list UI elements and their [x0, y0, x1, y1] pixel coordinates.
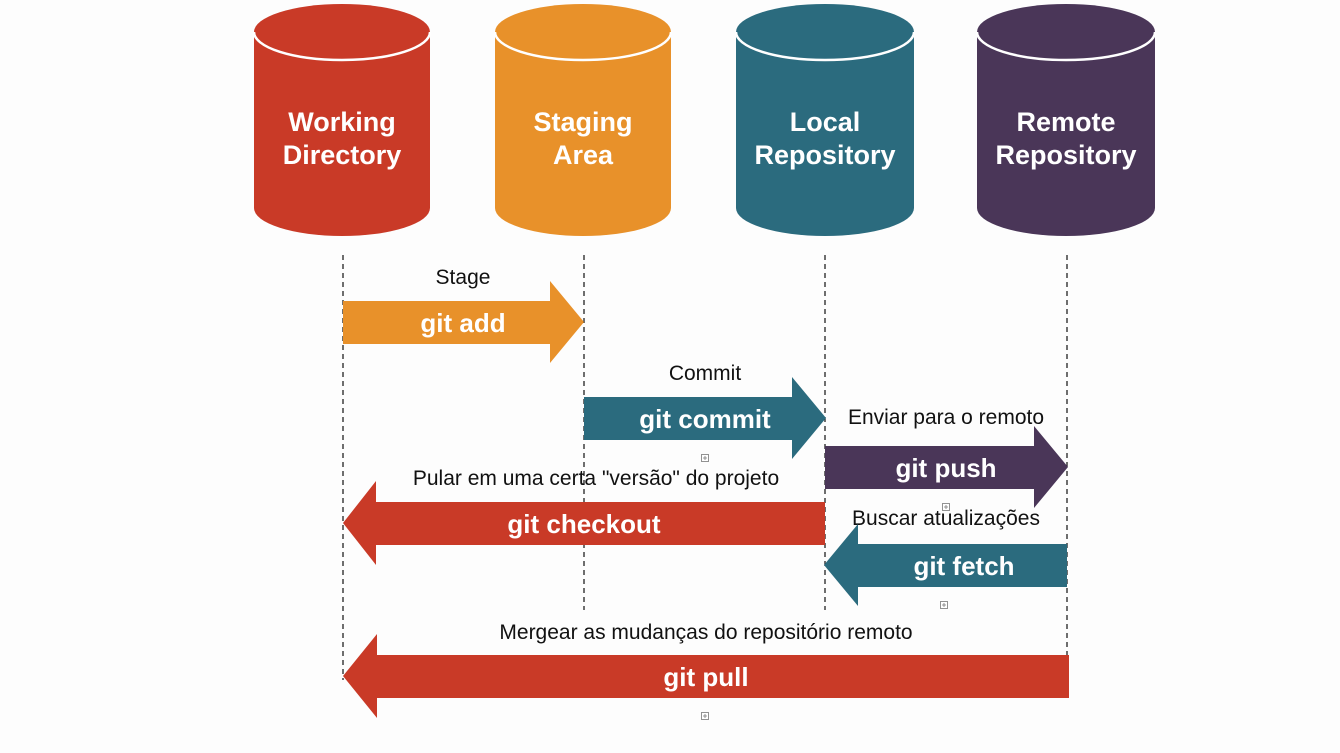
cylinder-staging-body — [495, 32, 671, 236]
cylinder-working-label-line1: Working — [288, 107, 396, 137]
handle-marker — [940, 601, 948, 609]
cylinder-working-top — [254, 4, 430, 60]
operation-git-checkout: Pular em uma certa "versão" do projeto g… — [343, 467, 825, 565]
cylinder-staging-label-line1: Staging — [534, 107, 633, 137]
cylinder-staging-top — [495, 4, 671, 60]
handle-marker — [942, 503, 950, 511]
arrow-git-push — [825, 426, 1068, 508]
cylinder-remote-label-line2: Repository — [995, 140, 1136, 170]
caption-commit: Commit — [669, 362, 741, 385]
handle-marker — [701, 712, 709, 720]
operation-git-fetch: Buscar atualizações git fetch — [824, 507, 1067, 606]
arrow-git-add — [343, 281, 584, 363]
cylinder-local-rim — [734, 31, 916, 62]
operation-git-pull: Mergear as mudanças do repositório remot… — [343, 621, 1069, 718]
handle-marker — [701, 454, 709, 462]
caption-stage: Stage — [436, 266, 491, 289]
arrow-git-fetch — [824, 524, 1067, 606]
cylinder-remote-rim — [975, 31, 1157, 62]
label-git-add: git add — [420, 308, 505, 338]
arrow-git-pull — [343, 634, 1069, 718]
label-git-fetch: git fetch — [913, 551, 1014, 581]
cylinder-remote-repository: Remote Repository — [975, 4, 1157, 236]
cylinder-staging-area: Staging Area — [493, 4, 673, 236]
caption-pull: Mergear as mudanças do repositório remot… — [499, 621, 912, 644]
caption-checkout: Pular em uma certa "versão" do projeto — [413, 467, 779, 490]
caption-push: Enviar para o remoto — [848, 406, 1044, 429]
cylinder-remote-top — [977, 4, 1155, 60]
arrow-git-checkout — [343, 481, 825, 565]
cylinder-local-body — [736, 32, 914, 236]
label-git-pull: git pull — [663, 662, 748, 692]
cylinder-local-repository: Local Repository — [734, 4, 916, 236]
cylinder-working-directory: Working Directory — [252, 4, 432, 236]
label-git-push: git push — [895, 453, 996, 483]
lifelines — [342, 255, 1068, 680]
cylinder-local-label-line1: Local — [790, 107, 861, 137]
cylinder-staging-rim — [493, 31, 673, 62]
arrow-git-commit — [584, 377, 826, 459]
operation-git-commit: Commit git commit — [584, 362, 826, 459]
cylinder-working-rim — [252, 31, 432, 62]
cylinder-working-body — [254, 32, 430, 236]
cylinder-remote-body — [977, 32, 1155, 236]
caption-fetch: Buscar atualizações — [852, 507, 1040, 530]
cylinder-local-label-line2: Repository — [754, 140, 895, 170]
cylinder-working-label-line2: Directory — [283, 140, 402, 170]
label-git-commit: git commit — [639, 404, 771, 434]
operation-git-add: Stage git add — [343, 266, 584, 363]
cylinder-remote-label-line1: Remote — [1016, 107, 1115, 137]
label-git-checkout: git checkout — [507, 509, 660, 539]
operation-git-push: Enviar para o remoto git push — [825, 406, 1068, 508]
cylinder-local-top — [736, 4, 914, 60]
cylinder-staging-label-line2: Area — [553, 140, 614, 170]
